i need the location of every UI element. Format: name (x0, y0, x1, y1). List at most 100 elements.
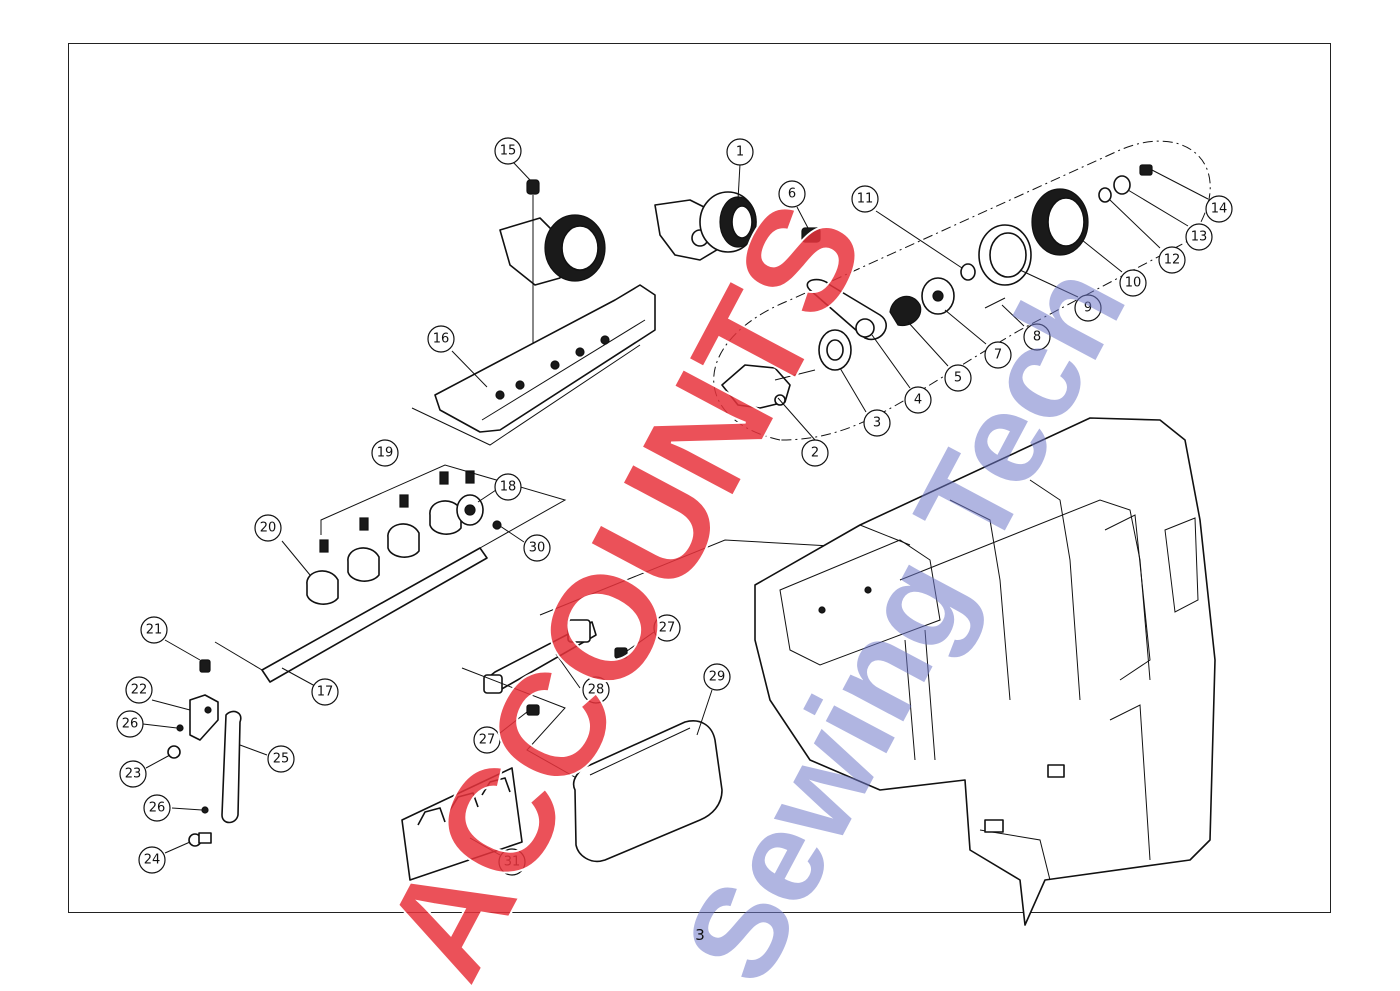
callout-25: 25 (267, 745, 295, 773)
callout-23-label: 23 (125, 767, 142, 782)
callout-7-label: 7 (994, 348, 1002, 363)
part-19-collars (306, 471, 462, 605)
callout-29-label: 29 (709, 670, 726, 685)
callout-9-label: 9 (1084, 301, 1092, 316)
callout-28-label: 28 (588, 683, 605, 698)
callout-20: 20 (254, 514, 282, 542)
callout-19-label: 19 (377, 446, 394, 461)
part-22-link-block (189, 694, 219, 741)
callout-24: 24 (138, 846, 166, 874)
part-14-screw (1139, 164, 1153, 176)
callout-15: 15 (494, 137, 522, 165)
callout-4: 4 (904, 386, 932, 414)
machine-housing (754, 417, 1216, 926)
callout-30-label: 30 (529, 541, 546, 556)
page-number: 3 (695, 926, 705, 944)
callout-13: 13 (1185, 223, 1213, 251)
part-27-screw-lower (526, 704, 540, 716)
part-21-screw (199, 659, 211, 673)
callout-5-label: 5 (954, 371, 962, 386)
callout-10-label: 10 (1125, 276, 1142, 291)
part-25-link-arm (221, 710, 242, 824)
callout-18-label: 18 (500, 480, 517, 495)
callout-30: 30 (523, 534, 551, 562)
part-12-washer (1098, 187, 1112, 203)
callout-27-lower-label: 27 (479, 733, 496, 748)
part-2-bracket (721, 364, 816, 409)
callout-17-label: 17 (317, 685, 334, 700)
callout-6: 6 (778, 180, 806, 208)
callout-27-upper-label: 27 (659, 621, 676, 636)
part-18-collar (456, 470, 484, 526)
callout-16-label: 16 (433, 332, 450, 347)
part-26-pin-lower (201, 806, 209, 814)
part-7-collar (921, 277, 955, 315)
part-6-set-screw (801, 227, 821, 243)
part-5-cam (889, 295, 922, 327)
callout-14-label: 14 (1211, 202, 1228, 217)
callout-6-label: 6 (788, 187, 796, 202)
part-30-screw (492, 520, 502, 530)
part-10-gear (1031, 188, 1089, 256)
callout-26-upper: 26 (116, 710, 144, 738)
leader-lines (142, 161, 1209, 856)
callout-27-lower: 27 (473, 726, 501, 754)
callout-12-label: 12 (1164, 253, 1181, 268)
callout-11: 11 (851, 185, 879, 213)
part-3-bearing (818, 329, 852, 371)
part-1-pulley-assembly (654, 191, 757, 261)
callout-18: 18 (494, 473, 522, 501)
callout-9: 9 (1074, 294, 1102, 322)
part-15-screw (526, 179, 540, 195)
callout-12: 12 (1158, 246, 1186, 274)
part-9-ring (978, 224, 1032, 286)
callout-3: 3 (863, 409, 891, 437)
callout-20-label: 20 (260, 521, 277, 536)
callout-28: 28 (582, 676, 610, 704)
callout-16: 16 (427, 325, 455, 353)
callout-26-upper-label: 26 (122, 717, 139, 732)
part-27-screw-upper (614, 647, 628, 659)
callout-10: 10 (1119, 269, 1147, 297)
callout-15-label: 15 (500, 144, 517, 159)
part-4-link-plate (806, 278, 887, 341)
part-26-pin-upper (176, 724, 184, 732)
callout-5: 5 (944, 364, 972, 392)
part-29-cover (572, 720, 723, 863)
drawing-frame (68, 43, 1331, 913)
part-11-washer (960, 263, 976, 281)
callout-26-lower: 26 (143, 794, 171, 822)
callout-26-lower-label: 26 (149, 801, 166, 816)
callout-19: 19 (371, 439, 399, 467)
callout-11-label: 11 (857, 192, 874, 207)
callout-24-label: 24 (144, 853, 161, 868)
part-23-screw (167, 745, 181, 759)
callout-2: 2 (801, 439, 829, 467)
callout-29: 29 (703, 663, 731, 691)
callout-21-label: 21 (146, 623, 163, 638)
callout-27-upper: 27 (653, 614, 681, 642)
mounted-pulley-assembly (499, 214, 606, 286)
part-28-guide-rod (483, 619, 597, 694)
callout-31-label: 31 (504, 855, 521, 870)
callout-2-label: 2 (811, 446, 819, 461)
callout-7: 7 (984, 341, 1012, 369)
part-13-washer (1113, 175, 1131, 195)
callout-1: 1 (726, 138, 754, 166)
callout-13-label: 13 (1191, 230, 1208, 245)
part-8-screw (984, 297, 1006, 309)
part-31-comb-plate (401, 767, 523, 881)
callout-22: 22 (125, 676, 153, 704)
callout-21: 21 (140, 616, 168, 644)
callout-1-label: 1 (736, 145, 744, 160)
callout-25-label: 25 (273, 752, 290, 767)
callout-4-label: 4 (914, 393, 922, 408)
part-24-screw (188, 832, 212, 847)
callout-17: 17 (311, 678, 339, 706)
callout-14: 14 (1205, 195, 1233, 223)
callout-8-label: 8 (1033, 330, 1041, 345)
callout-8: 8 (1023, 323, 1051, 351)
assembly-boundary (713, 140, 1211, 441)
part-16-mounting-bracket (434, 284, 656, 433)
